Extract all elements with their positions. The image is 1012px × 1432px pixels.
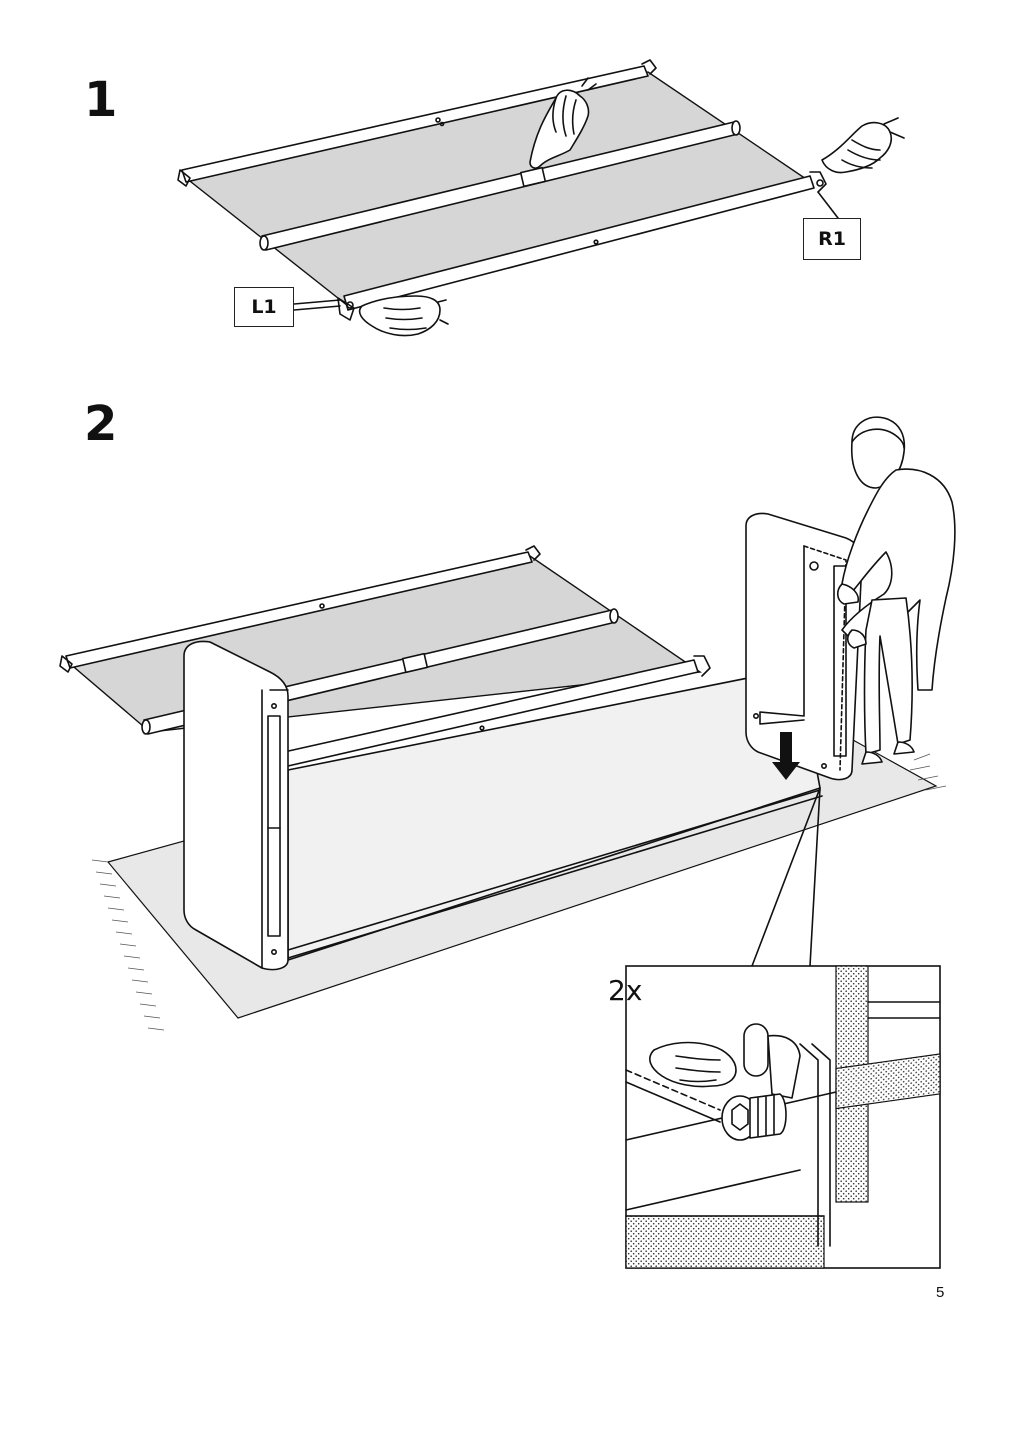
right-armrest: [745, 512, 863, 781]
back-rail: [177, 59, 657, 187]
cam-bolt-icon: [721, 1023, 801, 1141]
left-armrest: [183, 640, 289, 971]
detail-inset: [625, 965, 941, 1269]
down-arrow-icon: [772, 732, 800, 780]
step1-frame-diagram: [177, 59, 839, 321]
hand-pointer-right-icon: [821, 117, 905, 174]
step-number-1: 1: [84, 72, 118, 128]
step2-assembly-diagram: [59, 416, 956, 1031]
quantity-label: 2x: [608, 974, 643, 1007]
callout-label-right: R1: [803, 218, 861, 260]
callout-label-left: L1: [234, 287, 294, 327]
hand-pointer-detail-icon: [649, 1041, 737, 1088]
hand-pointer-top-icon: [529, 77, 597, 169]
rug-fringe: [91, 753, 947, 1031]
back-rail-2: [59, 545, 541, 673]
page-number: 5: [936, 1284, 945, 1301]
middle-bar: [259, 120, 741, 251]
step-number-2: 2: [84, 396, 118, 452]
front-rail: [337, 171, 827, 321]
person-figure: [836, 416, 956, 765]
hand-pointer-bottom-icon: [358, 295, 449, 337]
